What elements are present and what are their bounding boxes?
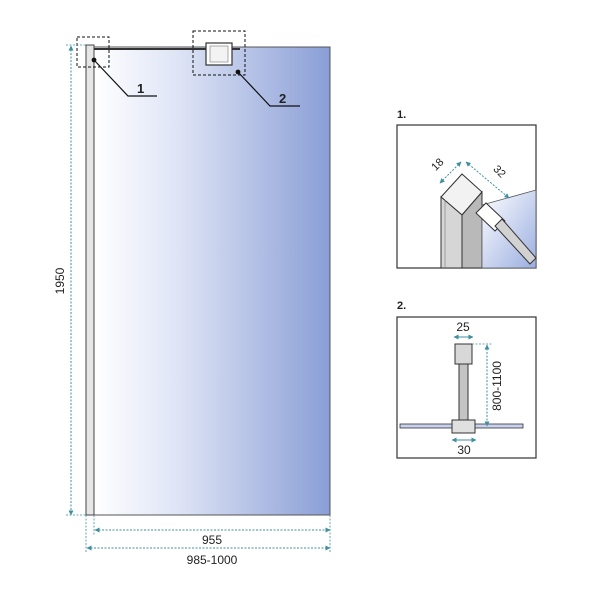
wall-profile <box>85 44 95 516</box>
callout-label-2: 2 <box>279 91 286 106</box>
detail-2-wall-mount <box>454 343 473 365</box>
detail-1: 1. 18 32 <box>396 109 537 269</box>
detail-2: 2. 25 800-1100 30 <box>396 300 537 459</box>
detail-2-dim-bottom-label: 30 <box>457 443 471 457</box>
detail-1-title: 1. <box>397 109 406 121</box>
glass-panel <box>93 46 331 516</box>
callout-label-1: 1 <box>137 81 144 96</box>
total-width-dim-label: 985-1000 <box>187 553 238 567</box>
detail-1-dim-a-line <box>439 161 462 184</box>
detail-1-dim-b-line <box>465 161 510 199</box>
detail-2-title: 2. <box>397 300 406 312</box>
bar-bracket-inner <box>209 45 229 63</box>
detail-2-clamp <box>451 419 476 434</box>
callout-leader-2 <box>235 69 300 107</box>
glass-width-dim-label: 955 <box>202 533 222 547</box>
detail-2-dim-top-label: 25 <box>456 320 470 334</box>
detail-2-dim-length-label: 800-1100 <box>490 361 504 411</box>
detail-2-bar <box>458 363 469 421</box>
detail-1-bar <box>494 218 537 265</box>
callout-leader-1 <box>91 57 157 97</box>
detail-box-2 <box>192 30 246 76</box>
height-dim-label: 1950 <box>53 267 67 294</box>
main-view: 1 2 1950 955 985-1000 <box>53 30 331 567</box>
detail-box-1 <box>76 36 110 68</box>
